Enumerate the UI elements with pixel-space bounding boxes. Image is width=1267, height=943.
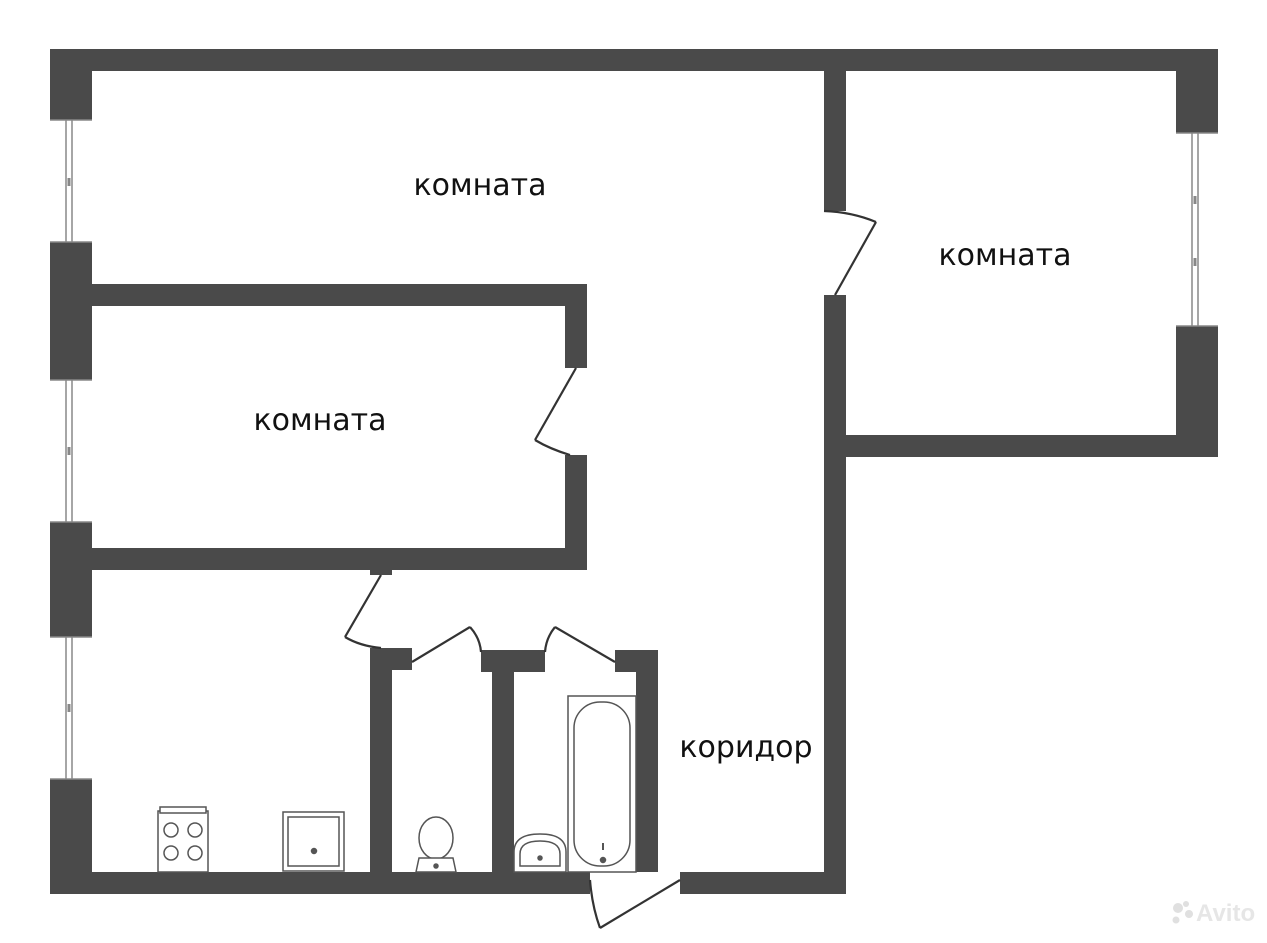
wall-top-middle xyxy=(50,284,587,306)
room-label-corridor: коридор xyxy=(679,730,812,765)
window-left-top xyxy=(50,119,92,243)
wall-top xyxy=(50,49,1218,71)
door-right-room xyxy=(823,209,877,296)
wall-bottom-right xyxy=(680,872,846,894)
window-right xyxy=(1176,132,1218,327)
room-label-middle: комната xyxy=(254,403,387,438)
window-left-middle xyxy=(50,379,92,523)
fixtures xyxy=(157,695,637,873)
wall-toilet-bath xyxy=(492,650,514,894)
room-labels: комната комната комната коридор xyxy=(254,168,1072,765)
wall-right-room-bottom xyxy=(824,435,1218,457)
watermark-text: Avito xyxy=(1196,900,1255,927)
doors xyxy=(344,209,877,929)
stove-icon xyxy=(157,806,209,873)
door-entrance xyxy=(588,879,681,929)
bathtub-icon xyxy=(567,695,637,873)
door-middle-room xyxy=(534,367,577,457)
interior-walls xyxy=(50,49,846,894)
wall-partition-right-lower xyxy=(824,295,846,457)
wall-corridor-right xyxy=(824,435,846,894)
window-left-bottom xyxy=(50,636,92,780)
door-toilet xyxy=(411,626,483,663)
wall-bath-right xyxy=(636,650,658,872)
toilet-icon xyxy=(415,816,457,873)
washbasin-icon xyxy=(513,833,567,873)
watermark: Avito xyxy=(1172,900,1255,927)
wall-toilet-stub-left xyxy=(370,648,412,670)
wall-partition-right-upper xyxy=(824,49,846,211)
room-label-right: комната xyxy=(939,238,1072,273)
wall-middle-right-lower xyxy=(565,455,587,570)
door-bathroom xyxy=(543,626,616,663)
wall-middle-right-upper xyxy=(565,284,587,368)
room-label-top: комната xyxy=(414,168,547,203)
wall-bottom-left xyxy=(50,872,590,894)
wall-kitchen-toilet xyxy=(370,648,392,894)
windows xyxy=(50,119,1218,780)
avito-logo-icon xyxy=(1172,901,1193,924)
wall-middle-kitchen xyxy=(50,548,587,570)
door-kitchen xyxy=(344,574,382,650)
wall-kitchen-door-stub xyxy=(370,565,392,575)
kitchen-sink-icon xyxy=(282,811,345,872)
